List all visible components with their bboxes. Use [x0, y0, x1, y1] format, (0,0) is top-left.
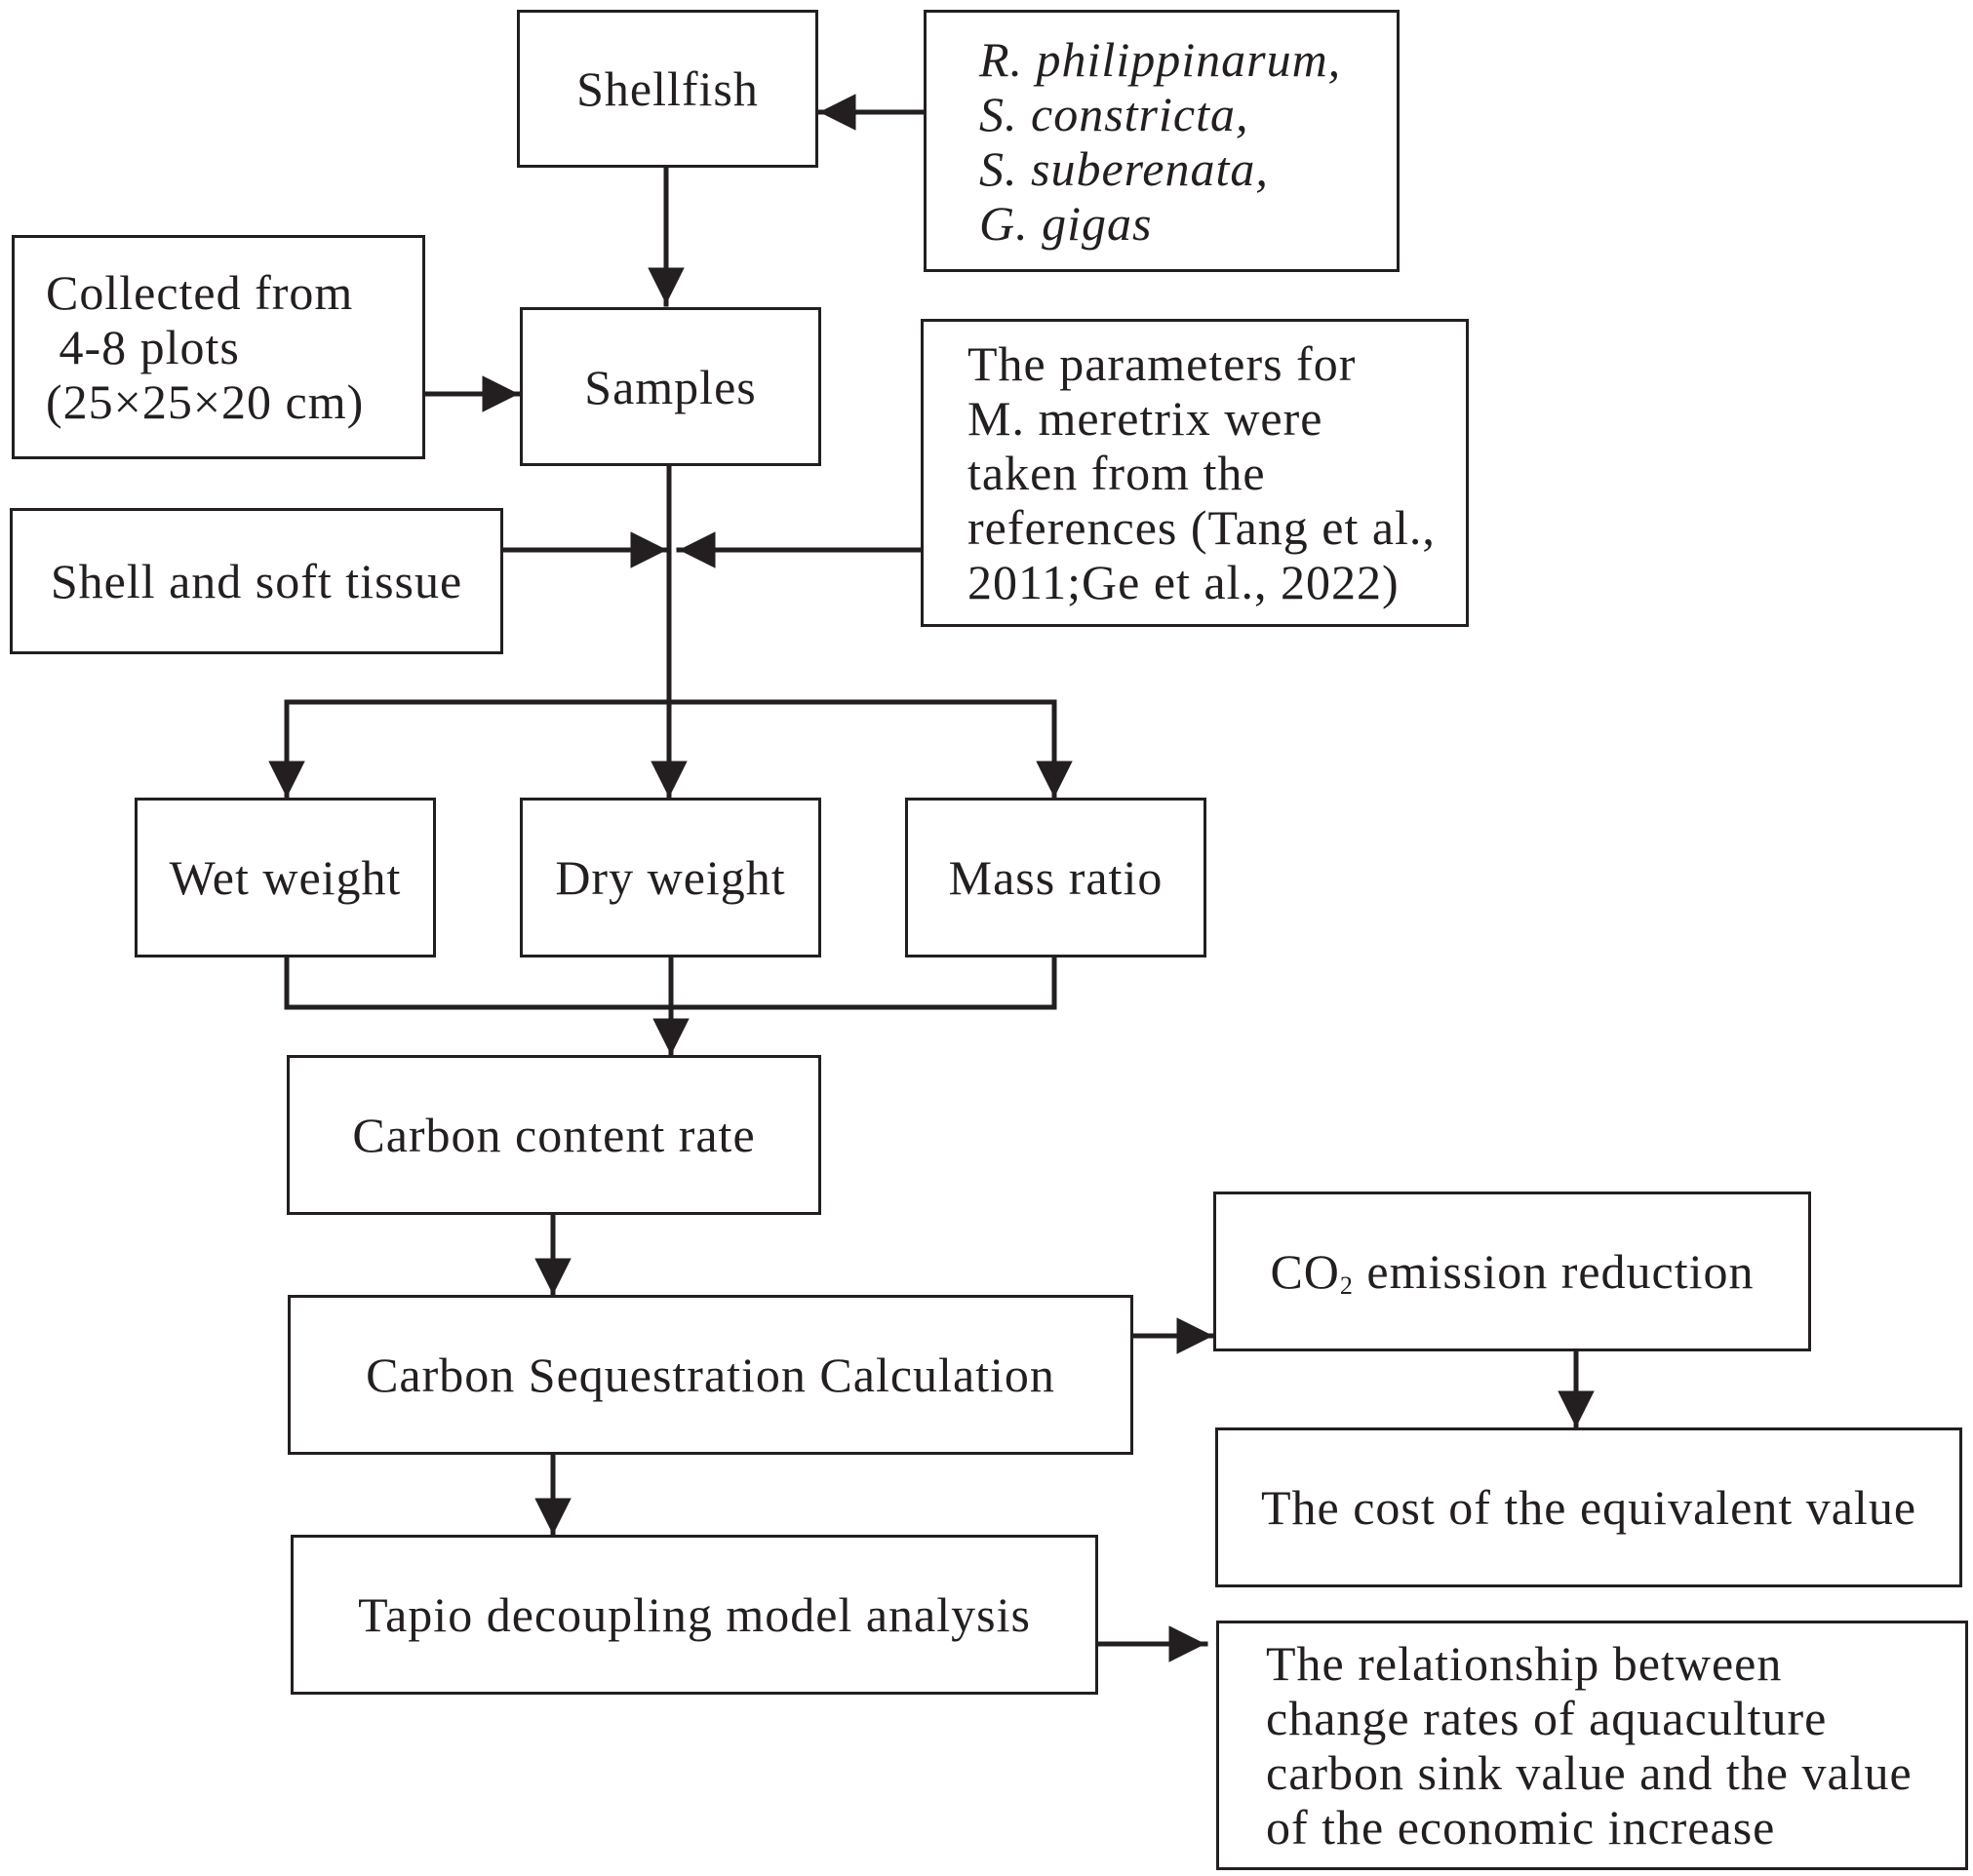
shell-tissue-label: Shell and soft tissue — [50, 554, 463, 608]
parameters-box: The parameters for M. meretrix were take… — [921, 319, 1469, 627]
relationship-line: The relationship between — [1266, 1636, 1783, 1691]
relationship-line: carbon sink value and the value — [1266, 1745, 1913, 1800]
relationship-line: of the economic increase — [1266, 1800, 1776, 1855]
collected-line: 4-8 plots — [46, 320, 240, 374]
collected-line: (25×25×20 cm) — [46, 374, 365, 429]
cost-box: The cost of the equivalent value — [1215, 1427, 1962, 1587]
collected-line: Collected from — [46, 265, 354, 320]
relationship-line: change rates of aquaculture — [1266, 1691, 1828, 1745]
shellfish-label: Shellfish — [576, 61, 759, 116]
species-box: R. philippinarum, S. constricta, S. sube… — [924, 10, 1400, 272]
species-line: S. suberenata, — [979, 140, 1269, 196]
mass-ratio-box: Mass ratio — [905, 798, 1206, 958]
species-line: G. gigas — [979, 195, 1153, 251]
parameters-line: M. meretrix were — [967, 391, 1323, 446]
dry-weight-box: Dry weight — [520, 798, 821, 958]
parameters-line: 2011;Ge et al., 2022) — [967, 555, 1400, 609]
co2-suffix: emission reduction — [1353, 1244, 1755, 1299]
co2-prefix: CO — [1270, 1244, 1340, 1299]
shell-tissue-box: Shell and soft tissue — [10, 508, 503, 654]
cost-label: The cost of the equivalent value — [1260, 1480, 1917, 1535]
parameters-line: The parameters for — [967, 336, 1357, 391]
carbon-content-box: Carbon content rate — [287, 1055, 821, 1215]
co2-subscript: 2 — [1339, 1271, 1354, 1300]
mass-ratio-label: Mass ratio — [948, 850, 1164, 905]
samples-box: Samples — [520, 307, 821, 466]
relationship-box: The relationship between change rates of… — [1216, 1621, 1968, 1870]
carbon-sequestration-box: Carbon Sequestration Calculation — [288, 1295, 1133, 1455]
parameters-line: references (Tang et al., — [967, 500, 1436, 555]
species-line: R. philippinarum, — [979, 31, 1342, 87]
species-line: S. constricta, — [979, 86, 1249, 141]
tapio-box: Tapio decoupling model analysis — [291, 1535, 1098, 1695]
carbon-sequestration-label: Carbon Sequestration Calculation — [366, 1348, 1055, 1402]
dry-weight-label: Dry weight — [555, 850, 786, 905]
co2-reduction-box: CO2 emission reduction — [1213, 1192, 1811, 1351]
wet-weight-box: Wet weight — [135, 798, 436, 958]
carbon-content-label: Carbon content rate — [352, 1108, 756, 1162]
wet-weight-label: Wet weight — [169, 850, 402, 905]
samples-label: Samples — [584, 359, 757, 414]
tapio-label: Tapio decoupling model analysis — [358, 1587, 1031, 1642]
shellfish-box: Shellfish — [517, 10, 818, 168]
collected-box: Collected from 4-8 plots (25×25×20 cm) — [12, 235, 425, 459]
parameters-line: taken from the — [967, 446, 1266, 500]
co2-reduction-label: CO2 emission reduction — [1270, 1244, 1754, 1299]
